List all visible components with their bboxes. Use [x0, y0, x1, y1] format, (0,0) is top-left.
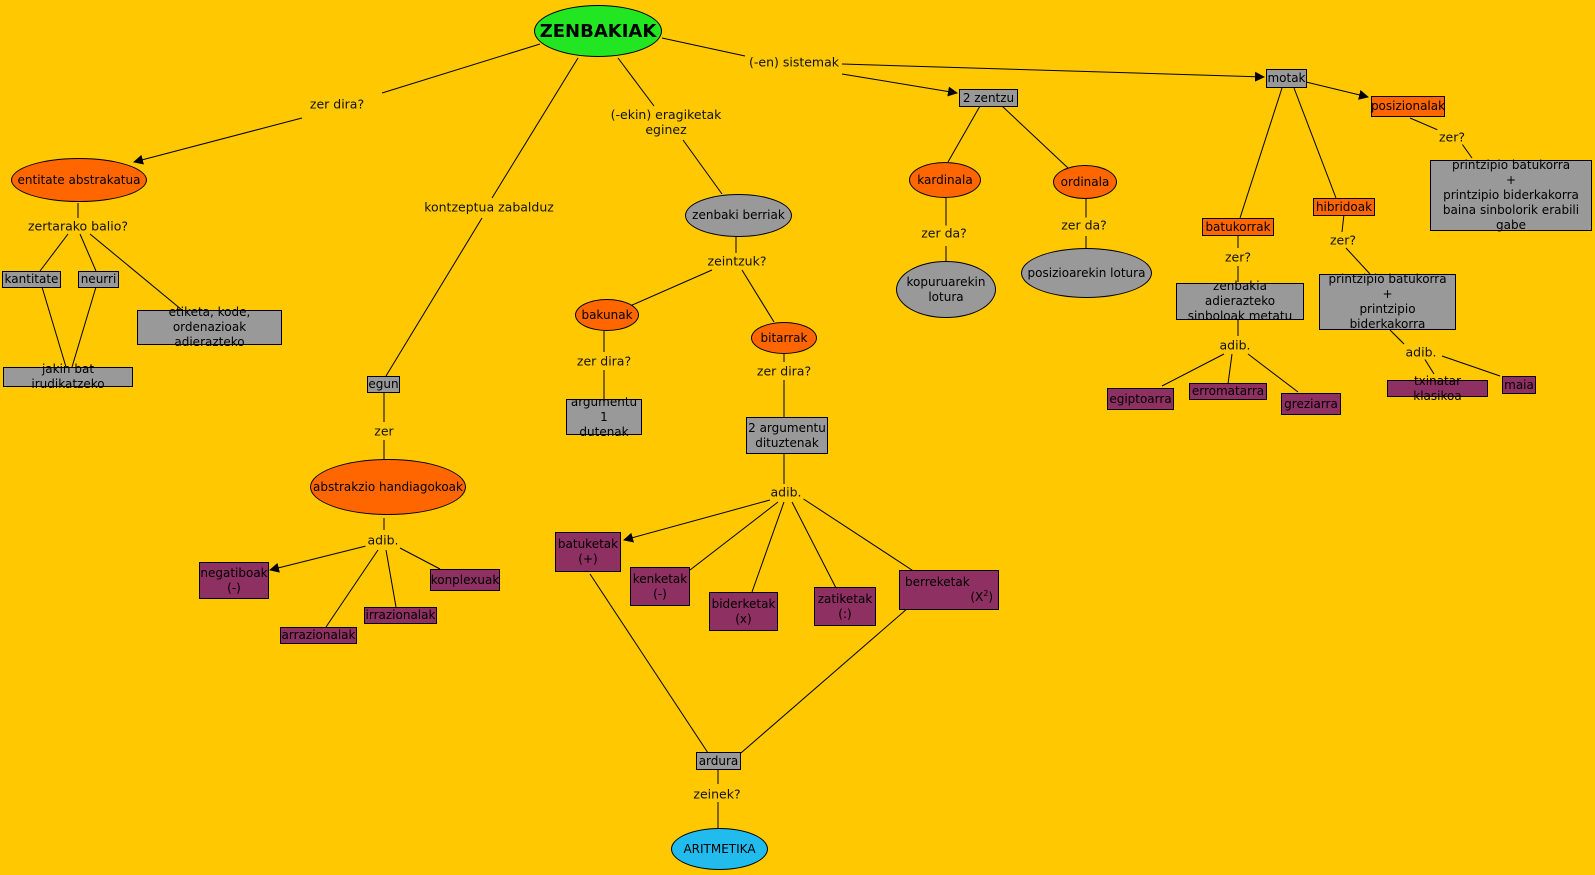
node-erromatarra[interactable]: erromatarra — [1189, 383, 1267, 400]
label-adib-eragiketak: adib. — [768, 484, 804, 500]
label-zer-dira: zer dira? — [307, 96, 367, 112]
node-ardura[interactable]: ardura — [696, 752, 741, 770]
node-neurri[interactable]: neurri — [78, 271, 119, 288]
node-2-zentzu[interactable]: 2 zentzu — [959, 89, 1018, 107]
label-zertarako-balio: zertarako balio? — [26, 218, 130, 234]
node-bitarrak[interactable]: bitarrak — [751, 322, 817, 354]
node-etiketa[interactable]: etiketa, kode, ordenazioak adierazteko — [137, 305, 282, 349]
node-arrazionalak[interactable]: arrazionalak — [280, 627, 357, 644]
node-argumentu-2[interactable]: 2 argumentu dituztenak — [746, 417, 828, 454]
node-konplexuak[interactable]: konplexuak — [430, 569, 500, 591]
label-zer: zer — [372, 423, 396, 439]
node-irrazionalak[interactable]: irrazionalak — [364, 607, 437, 624]
label-eragiketak-eginez: (-ekin) eragiketak eginez — [608, 107, 724, 137]
label-zeintzuk: zeintzuk? — [705, 253, 769, 269]
node-ordinala[interactable]: ordinala — [1053, 165, 1117, 199]
node-bakunak[interactable]: bakunak — [575, 299, 639, 331]
node-kenketak[interactable]: kenketak (-) — [630, 567, 690, 606]
label-zer-batukorrak: zer? — [1222, 249, 1254, 265]
label-zeinek: zeinek? — [691, 786, 743, 802]
node-zenbakia-adierazteko[interactable]: zenbakia adierazteko sinboloak metatu — [1176, 279, 1304, 323]
label-en-sistemak: (-en) sistemak — [746, 54, 842, 70]
label-adib-abstrakzio: adib. — [365, 532, 401, 548]
node-biderketak[interactable]: biderketak (x) — [709, 592, 778, 631]
node-batukorrak[interactable]: batukorrak — [1202, 218, 1274, 236]
node-txinatar-klasikoa[interactable]: txinatar klasikoa — [1387, 374, 1488, 403]
node-egiptoarra[interactable]: egiptoarra — [1107, 388, 1174, 410]
label-zer-posizionalak: zer? — [1436, 129, 1468, 145]
node-zatiketak[interactable]: zatiketak (:) — [814, 587, 876, 626]
node-printzipio-hibridoak[interactable]: printzipio batukorra + printzipio biderk… — [1319, 272, 1456, 331]
label-kontzeptua-zabalduz: kontzeptua zabalduz — [422, 199, 556, 215]
label-zer-da-ordinala: zer da? — [1059, 217, 1109, 233]
node-zenbaki-berriak[interactable]: zenbaki berriak — [685, 194, 792, 237]
node-posizioarekin-lotura[interactable]: posizioarekin lotura — [1021, 248, 1152, 298]
node-negatiboak[interactable]: negatiboak (-) — [199, 562, 269, 599]
node-kantitate[interactable]: kantitate — [2, 271, 61, 288]
label-zer-da-kardinala: zer da? — [919, 225, 969, 241]
node-berreketak[interactable]: berreketak (X2) — [899, 570, 999, 610]
label-adib-hibridoak: adib. — [1403, 344, 1439, 360]
node-posizionalak[interactable]: posizionalak — [1371, 96, 1445, 117]
node-greziarra[interactable]: greziarra — [1281, 393, 1341, 415]
node-abstrakzio[interactable]: abstrakzio handiagokoak — [310, 459, 466, 515]
node-egun[interactable]: egun — [367, 376, 400, 393]
berreketak-label: berreketak — [905, 575, 970, 589]
node-kardinala[interactable]: kardinala — [909, 162, 981, 198]
node-printzipio-posizionalak[interactable]: printzipio batukorra + printzipio biderk… — [1430, 158, 1592, 232]
node-motak[interactable]: motak — [1266, 69, 1307, 88]
node-entitate-abstrakatua[interactable]: entitate abstrakatua — [11, 158, 147, 202]
label-zer-dira-bakunak: zer dira? — [574, 353, 634, 369]
node-argumentu-1[interactable]: argumentu 1 dutenak — [566, 395, 642, 439]
node-zenbakiak[interactable]: ZENBAKIAK — [534, 5, 662, 57]
node-batuketak[interactable]: batuketak (+) — [555, 532, 621, 572]
label-zer-dira-bitarrak: zer dira? — [754, 363, 814, 379]
node-aritmetika[interactable]: ARITMETIKA — [671, 828, 768, 870]
label-zer-hibridoak: zer? — [1327, 232, 1359, 248]
node-hibridoak[interactable]: hibridoak — [1313, 198, 1375, 216]
berreketak-exponent: (X2) — [970, 589, 993, 604]
node-jakin-bat[interactable]: jakin bat irudikatzeko — [3, 362, 133, 391]
label-adib-batukorrak: adib. — [1217, 337, 1253, 353]
node-maia[interactable]: maia — [1502, 376, 1536, 394]
node-kopuruarekin-lotura[interactable]: kopuruarekin lotura — [896, 261, 996, 318]
